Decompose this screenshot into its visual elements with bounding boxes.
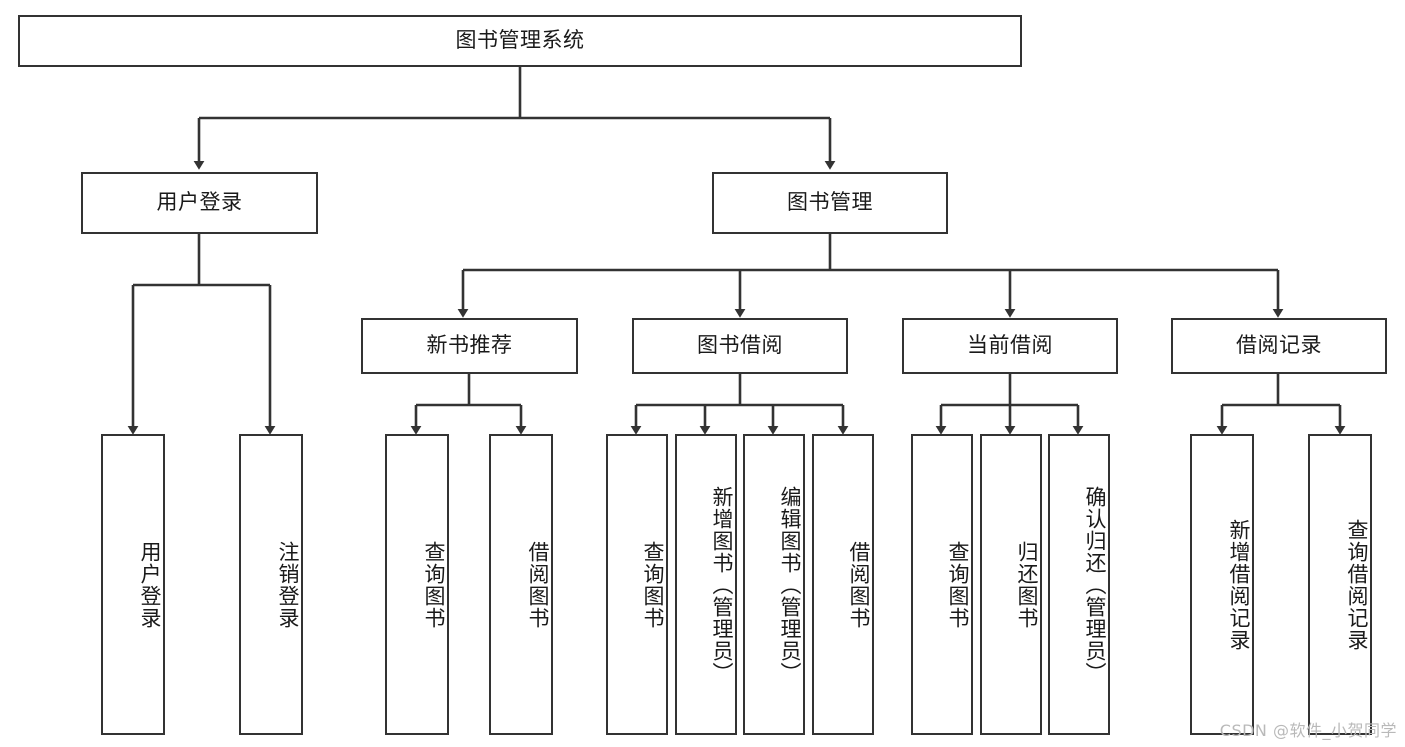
node-current-borrow[interactable]: 当前借阅 — [902, 318, 1118, 374]
leaf-book-borrow-edit-book-admin[interactable]: 编辑图书（管理员） — [743, 434, 805, 735]
node-user-login[interactable]: 用户登录 — [81, 172, 318, 234]
leaf-new-book-query-book[interactable]: 查询图书 — [385, 434, 449, 735]
leaf-new-book-borrow-book[interactable]: 借阅图书 — [489, 434, 553, 735]
leaf-current-borrow-confirm-return-admin[interactable]: 确认归还（管理员） — [1048, 434, 1110, 735]
leaf-user-login-logout[interactable]: 注销登录 — [239, 434, 303, 735]
node-book-borrow[interactable]: 图书借阅 — [632, 318, 848, 374]
leaf-user-login-login[interactable]: 用户登录 — [101, 434, 165, 735]
leaf-book-borrow-borrow-book[interactable]: 借阅图书 — [812, 434, 874, 735]
node-borrow-record[interactable]: 借阅记录 — [1171, 318, 1387, 374]
watermark-csdn: CSDN @软件_小贺同学 — [1219, 721, 1397, 740]
node-new-book-recommend[interactable]: 新书推荐 — [361, 318, 578, 374]
node-book-management[interactable]: 图书管理 — [712, 172, 948, 234]
leaf-current-borrow-return-book[interactable]: 归还图书 — [980, 434, 1042, 735]
leaf-borrow-record-query-record[interactable]: 查询借阅记录 — [1308, 434, 1372, 735]
leaf-book-borrow-add-book-admin[interactable]: 新增图书（管理员） — [675, 434, 737, 735]
leaf-book-borrow-query-book[interactable]: 查询图书 — [606, 434, 668, 735]
leaf-current-borrow-query-book[interactable]: 查询图书 — [911, 434, 973, 735]
node-root-book-management-system[interactable]: 图书管理系统 — [18, 15, 1022, 67]
leaf-borrow-record-add-record[interactable]: 新增借阅记录 — [1190, 434, 1254, 735]
